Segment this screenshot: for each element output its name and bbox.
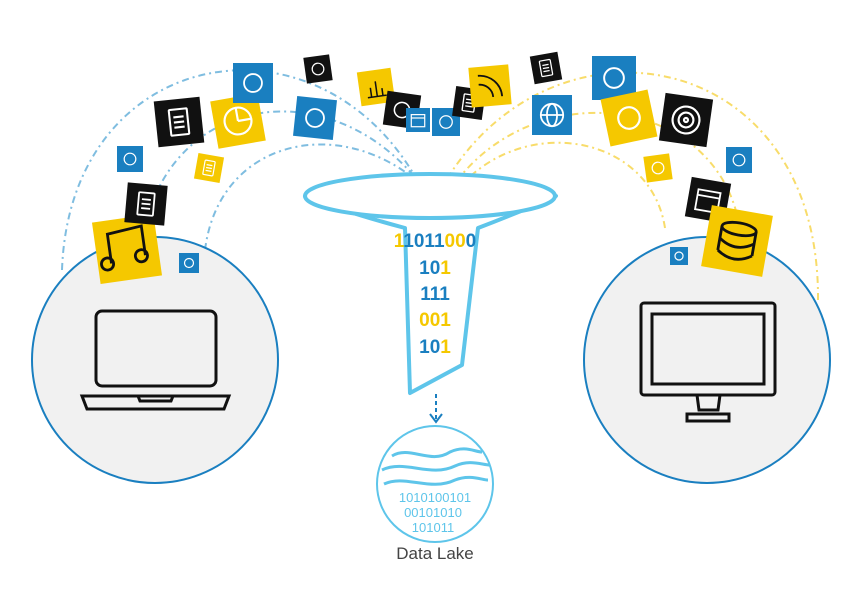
pen-icon (303, 54, 333, 84)
idea-icon (726, 147, 752, 173)
left-arc-inner (204, 143, 439, 251)
lake-binary-row: 101011 (412, 520, 454, 535)
bar-chart-icon (356, 67, 396, 107)
music-note-icon (91, 213, 163, 285)
laptop-icon (79, 309, 232, 411)
tablet-icon (529, 51, 563, 85)
brain-icon (592, 56, 636, 100)
rss-feed-icon (468, 64, 512, 108)
data-lake-caption: Data Lake (396, 544, 474, 563)
funnel-binary-digits: 1 (394, 231, 405, 252)
calendar-small-icon (406, 108, 430, 132)
funnel-binary-digits: 0 (466, 231, 477, 252)
lake-binary-row: 00101010 (404, 505, 462, 520)
funnel-binary-digits: 00 (445, 231, 466, 252)
left-data-flow-arcs (61, 69, 439, 271)
funnel-binary-digits: 001 (419, 310, 451, 331)
right-arc-inner (447, 141, 666, 229)
document-stack-icon (124, 182, 168, 226)
camera-icon (643, 153, 673, 183)
right-arc-outer (437, 71, 820, 301)
data-source-tiles (91, 51, 773, 285)
target-icon (658, 92, 714, 148)
database-icon (701, 205, 773, 277)
desktop-monitor-icon (639, 301, 777, 423)
right-arc-middle (443, 112, 741, 231)
document-icon (153, 96, 205, 148)
left-arc-outer (61, 69, 426, 271)
airplane-icon (293, 96, 337, 140)
tag-icon (670, 247, 688, 265)
funnel-binary-digits: 10 (419, 258, 440, 279)
stopwatch-icon (117, 146, 143, 172)
funnel-binary-digits: 111 (420, 284, 450, 305)
lake-binary-row: 1010100101 (399, 490, 471, 505)
funnel-rim (303, 172, 557, 220)
pie-chart-icon (210, 93, 266, 149)
right-data-flow-arcs (437, 71, 820, 301)
chat-bubbles-icon (233, 63, 273, 103)
mobile-phone-icon (193, 152, 225, 184)
funnel-binary-digits: 10 (419, 337, 440, 358)
left-arc-middle (139, 110, 433, 263)
magnifier-chart-icon (600, 89, 658, 147)
bird-small-icon (179, 253, 199, 273)
globe-icon (532, 95, 572, 135)
funnel-binary-digits: 1011 (404, 231, 445, 252)
funnel-binary-digits: 1 (440, 258, 451, 279)
outflow-arrow-icon (429, 413, 443, 424)
data-lake-icon: 1010100101 00101010 101011 (376, 425, 494, 543)
desktop-circle (583, 236, 831, 484)
funnel-binary-digits: 1 (440, 337, 451, 358)
